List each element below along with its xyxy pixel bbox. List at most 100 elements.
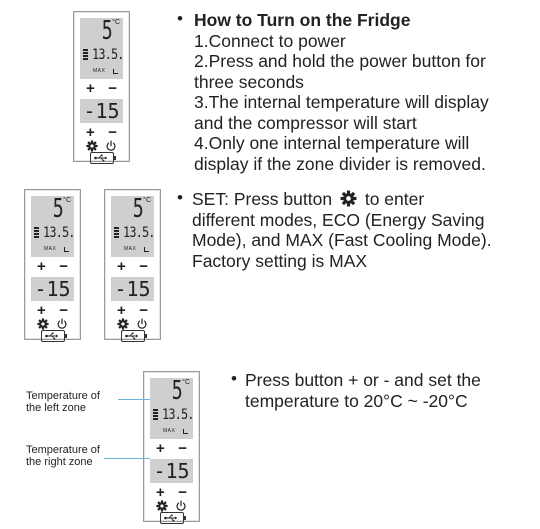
bullet-icon: • xyxy=(177,9,183,28)
bottom-temperature: -15 xyxy=(80,99,123,123)
gear-icon[interactable] xyxy=(156,500,168,512)
left-zone-label: Temperature of the left zone xyxy=(26,390,100,414)
plus-button[interactable]: + xyxy=(86,124,95,141)
bottom-temperature: -15 xyxy=(150,459,193,483)
control-panel-3: 5 °C 13.5. MAX + − -15 + − xyxy=(104,189,161,342)
bullet-icon: • xyxy=(177,188,183,207)
bullet-icon: • xyxy=(231,369,237,388)
bottom-temperature: -15 xyxy=(111,277,154,301)
power-icon[interactable] xyxy=(136,318,148,330)
minus-button[interactable]: − xyxy=(178,440,187,457)
control-panel-2: 5 °C 13.5. MAX + − -15 + − xyxy=(24,189,81,342)
plus-button[interactable]: + xyxy=(117,258,126,275)
left-zone-adjust: + − xyxy=(86,80,117,97)
set-line: Mode), and MAX (Fast Cooling Mode). xyxy=(192,230,492,250)
gear-icon[interactable] xyxy=(117,318,129,330)
temp-line: Press button + or - and set the xyxy=(245,370,481,390)
minus-button[interactable]: − xyxy=(59,258,68,275)
step-line: 4.Only one internal temperature will xyxy=(194,133,470,153)
step-line: three seconds xyxy=(194,71,304,92)
plus-button[interactable]: + xyxy=(86,80,95,97)
unit-label: °C xyxy=(112,19,120,26)
left-zone-adjust: + − xyxy=(37,258,68,275)
power-icon[interactable] xyxy=(56,318,68,330)
right-zone-adjust: + − xyxy=(86,124,117,141)
power-icon[interactable] xyxy=(175,500,187,512)
control-panel-4: 5 °C 13.5. MAX + − -15 + − xyxy=(143,371,200,524)
mid-temperature: 13.5. xyxy=(162,407,194,423)
max-mode-label: MAX xyxy=(93,68,106,74)
top-temperature: 5 xyxy=(172,376,183,406)
unit-label: °C xyxy=(182,379,190,386)
lcd-display-top: 5 °C 13.5. MAX xyxy=(31,194,75,257)
corner-icon xyxy=(144,247,149,252)
section-temperature: Press button + or - and set the temperat… xyxy=(245,370,535,411)
plus-button[interactable]: + xyxy=(156,440,165,457)
step-line: 3.The internal temperature will display xyxy=(194,92,489,112)
mid-temperature: 13.5. xyxy=(92,47,124,63)
usb-icon xyxy=(89,152,116,164)
max-mode-label: MAX xyxy=(163,428,176,434)
step-line: display if the zone divider is removed. xyxy=(194,153,486,174)
set-line: Factory setting is MAX xyxy=(192,250,368,271)
usb-icon xyxy=(159,512,186,524)
corner-icon xyxy=(64,247,69,252)
right-zone-leader xyxy=(104,458,150,459)
set-line-1: SET: Press button to enter xyxy=(192,189,532,210)
left-zone-leader xyxy=(118,399,150,400)
control-panel-1: 5 °C 13.5. MAX + − -15 + − xyxy=(73,11,130,164)
right-zone-adjust: + − xyxy=(156,484,187,501)
unit-label: °C xyxy=(63,197,71,204)
max-mode-label: MAX xyxy=(124,246,137,252)
top-temperature: 5 xyxy=(102,16,113,46)
mode-power-row xyxy=(117,318,148,332)
plus-button[interactable]: + xyxy=(37,258,46,275)
gear-icon[interactable] xyxy=(37,318,49,330)
set-text-after: to enter xyxy=(364,189,425,209)
section-turn-on: How to Turn on the Fridge 1.Connect to p… xyxy=(194,10,534,174)
top-temperature: 5 xyxy=(133,194,144,224)
top-temperature: 5 xyxy=(53,194,64,224)
set-text-before: SET: Press button xyxy=(192,189,333,209)
gear-icon xyxy=(340,190,357,207)
left-zone-adjust: + − xyxy=(117,258,148,275)
max-mode-label: MAX xyxy=(44,246,57,252)
lcd-display-top: 5 °C 13.5. MAX xyxy=(150,376,194,439)
power-icon[interactable] xyxy=(105,140,117,152)
minus-button[interactable]: − xyxy=(108,80,117,97)
left-zone-adjust: + − xyxy=(156,440,187,457)
plus-button[interactable]: + xyxy=(37,302,46,319)
minus-button[interactable]: − xyxy=(59,302,68,319)
minus-button[interactable]: − xyxy=(178,484,187,501)
plus-button[interactable]: + xyxy=(156,484,165,501)
step-line: and the compressor will start xyxy=(194,112,417,133)
section-set: SET: Press button to enter different mod… xyxy=(192,189,532,271)
mid-temperature: 13.5. xyxy=(43,225,75,241)
step-line: 2.Press and hold the power button for xyxy=(194,51,486,71)
gear-icon[interactable] xyxy=(86,140,98,152)
usb-icon xyxy=(40,330,67,342)
minus-button[interactable]: − xyxy=(139,258,148,275)
corner-icon xyxy=(183,429,188,434)
mode-power-row xyxy=(37,318,68,332)
minus-button[interactable]: − xyxy=(108,124,117,141)
battery-bars-icon xyxy=(34,227,39,239)
usb-icon xyxy=(120,330,147,342)
mid-temperature: 13.5. xyxy=(123,225,155,241)
unit-label: °C xyxy=(143,197,151,204)
battery-bars-icon xyxy=(83,49,88,61)
minus-button[interactable]: − xyxy=(139,302,148,319)
set-line: different modes, ECO (Energy Saving xyxy=(192,209,485,230)
temp-line: temperature to 20°C ~ -20°C xyxy=(245,390,468,411)
plus-button[interactable]: + xyxy=(117,302,126,319)
lcd-display-top: 5 °C 13.5. MAX xyxy=(111,194,155,257)
right-zone-adjust: + − xyxy=(117,302,148,319)
battery-bars-icon xyxy=(114,227,119,239)
mode-power-row xyxy=(156,500,187,514)
battery-bars-icon xyxy=(153,409,158,421)
step-line: 1.Connect to power xyxy=(194,30,346,51)
corner-icon xyxy=(113,69,118,74)
lcd-display-top: 5 °C 13.5. MAX xyxy=(80,16,124,79)
right-zone-label: Temperature of the right zone xyxy=(26,444,100,468)
right-zone-adjust: + − xyxy=(37,302,68,319)
